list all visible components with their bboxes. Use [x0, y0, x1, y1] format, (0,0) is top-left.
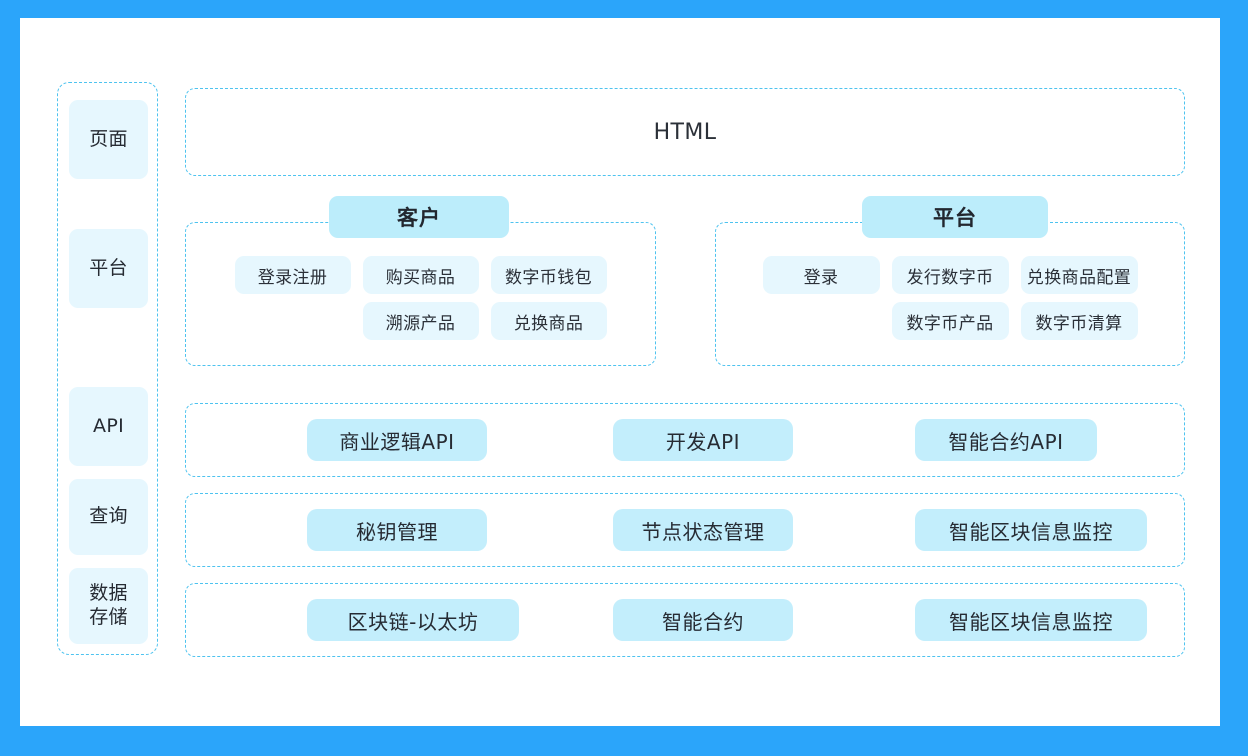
chip-label: 智能区块信息监控: [949, 519, 1113, 544]
chip-blockchain-ethereum[interactable]: 区块链-以太坊: [307, 599, 519, 641]
chip-label: 兑换商品配置: [1026, 267, 1132, 288]
sidebar-item-platform[interactable]: 平台: [69, 229, 148, 308]
sidebar-item-storage[interactable]: 数据 存储: [69, 568, 148, 644]
chip-label: 智能区块信息监控: [949, 609, 1113, 634]
group-platform-row-1: 登录 发行数字币 兑换商品配置: [762, 256, 1138, 294]
sidebar-item-api-label: API: [93, 414, 124, 437]
chip-label: 登录注册: [257, 267, 328, 288]
chip-platform-exchange-goods-config[interactable]: 兑换商品配置: [1020, 256, 1138, 294]
chip-label: 节点状态管理: [641, 519, 765, 544]
diagram-canvas: 页面 平台 API 查询 数据 存储 HTML 客户 登录注册: [20, 18, 1220, 726]
group-customer-body: 登录注册 购买商品 数字币钱包 溯源产品 兑换商品: [186, 256, 655, 340]
chip-platform-issue-digital-currency[interactable]: 发行数字币: [891, 256, 1009, 294]
group-customer-row-2: 溯源产品 兑换商品: [235, 302, 607, 340]
sidebar-item-page-label: 页面: [89, 127, 128, 150]
sidebar-item-platform-label: 平台: [89, 256, 128, 279]
chip-label: 数字币产品: [906, 313, 994, 334]
layer-api-body: 商业逻辑API 开发API 智能合约API: [186, 404, 1184, 476]
chip-platform-digital-currency-settlement[interactable]: 数字币清算: [1020, 302, 1138, 340]
chip-platform-login[interactable]: 登录: [762, 256, 880, 294]
layer-query-body: 秘钥管理 节点状态管理 智能区块信息监控: [186, 494, 1184, 566]
chip-label: 兑换商品: [513, 313, 584, 334]
chip-smart-block-info-monitor-query[interactable]: 智能区块信息监控: [915, 509, 1147, 551]
group-platform-body: 登录 发行数字币 兑换商品配置 数字币产品 数字币清算: [716, 256, 1184, 340]
chip-label: 登录: [803, 267, 839, 288]
group-customer-header: 客户: [329, 196, 509, 238]
chip-label: 数字币清算: [1035, 313, 1123, 334]
layer-data-storage: 区块链-以太坊 智能合约 智能区块信息监控: [185, 583, 1185, 657]
sidebar-item-page[interactable]: 页面: [69, 100, 148, 179]
chip-development-api[interactable]: 开发API: [613, 419, 793, 461]
chip-customer-exchange-goods[interactable]: 兑换商品: [490, 302, 607, 340]
sidebar-item-query-label: 查询: [89, 505, 128, 528]
layer-query: 秘钥管理 节点状态管理 智能区块信息监控: [185, 493, 1185, 567]
group-customer: 客户 登录注册 购买商品 数字币钱包 溯源产品 兑换商品: [185, 196, 656, 366]
chip-business-logic-api[interactable]: 商业逻辑API: [307, 419, 487, 461]
chip-label: 溯源产品: [385, 313, 456, 334]
sidebar-item-storage-label-line1: 数据: [89, 582, 128, 605]
layer-sidebar: 页面 平台 API 查询 数据 存储: [57, 82, 158, 655]
chip-label: 商业逻辑API: [339, 429, 455, 454]
chip-label: 区块链-以太坊: [347, 609, 479, 634]
chip-label: 秘钥管理: [356, 519, 438, 544]
chip-platform-digital-currency-product[interactable]: 数字币产品: [891, 302, 1009, 340]
chip-smart-block-info-monitor-storage[interactable]: 智能区块信息监控: [915, 599, 1147, 641]
group-platform: 平台 登录 发行数字币 兑换商品配置 数字币产品 数字币清: [715, 196, 1185, 366]
chip-customer-traceability-product[interactable]: 溯源产品: [362, 302, 479, 340]
group-platform-title: 平台: [933, 206, 977, 230]
layer-page-html: HTML: [185, 88, 1185, 176]
chip-smart-contract[interactable]: 智能合约: [613, 599, 793, 641]
chip-customer-login-register[interactable]: 登录注册: [234, 256, 351, 294]
sidebar-item-api[interactable]: API: [69, 387, 148, 466]
html-label: HTML: [653, 119, 717, 145]
chip-label: 智能合约: [662, 609, 744, 634]
group-platform-row-2: 数字币产品 数字币清算: [763, 302, 1138, 340]
sidebar-item-storage-label-line2: 存储: [89, 606, 128, 628]
group-customer-title: 客户: [397, 206, 441, 230]
sidebar-item-query[interactable]: 查询: [69, 479, 148, 555]
chip-label: 数字币钱包: [505, 267, 592, 288]
chip-label: 智能合约API: [948, 429, 1064, 454]
chip-label: 购买商品: [385, 267, 456, 288]
group-platform-header: 平台: [862, 196, 1048, 238]
chip-customer-digital-wallet[interactable]: 数字币钱包: [490, 256, 607, 294]
chip-node-status-management[interactable]: 节点状态管理: [613, 509, 793, 551]
group-customer-row-1: 登录注册 购买商品 数字币钱包: [234, 256, 607, 294]
chip-key-management[interactable]: 秘钥管理: [307, 509, 487, 551]
chip-label: 发行数字币: [906, 267, 994, 288]
chip-customer-buy-goods[interactable]: 购买商品: [362, 256, 479, 294]
chip-smart-contract-api[interactable]: 智能合约API: [915, 419, 1097, 461]
chip-label: 开发API: [665, 429, 741, 454]
layer-api: 商业逻辑API 开发API 智能合约API: [185, 403, 1185, 477]
layer-data-storage-body: 区块链-以太坊 智能合约 智能区块信息监控: [186, 584, 1184, 656]
